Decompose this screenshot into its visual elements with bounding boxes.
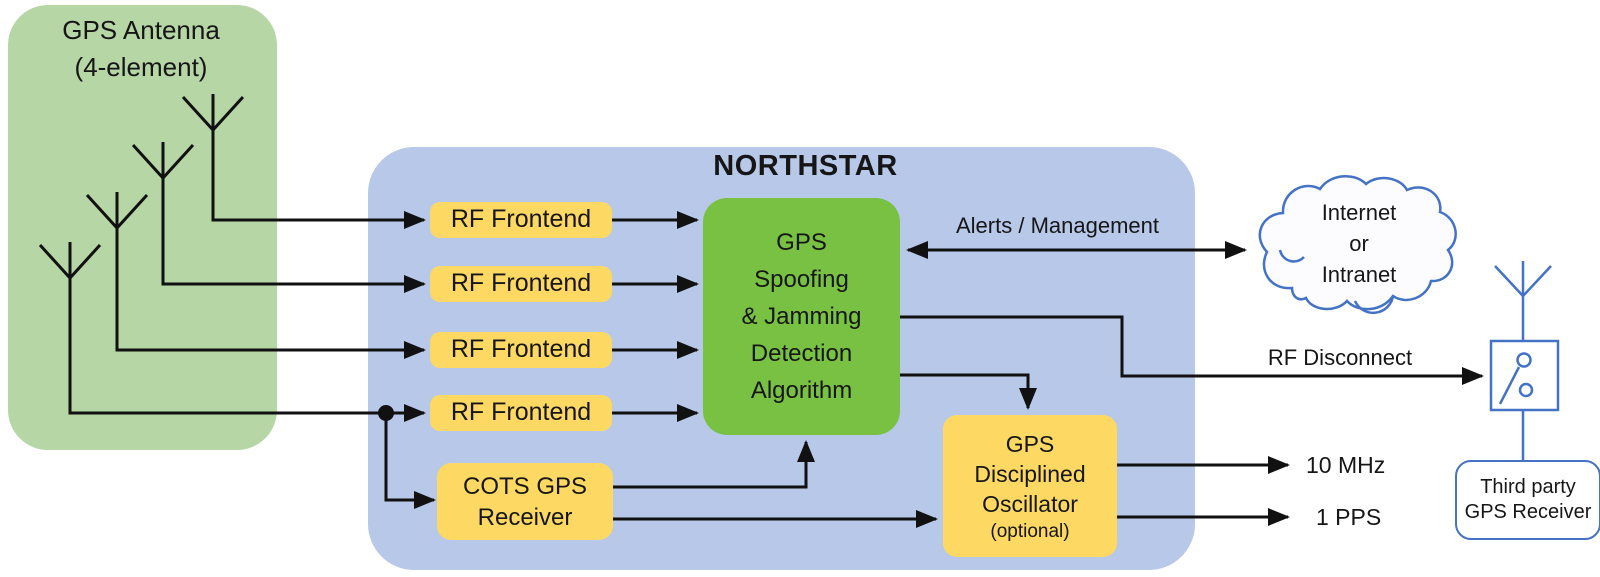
cots-label-line2: Receiver [477, 503, 573, 531]
algorithm-line2: Spoofing [754, 266, 849, 293]
algorithm-line1: GPS [776, 229, 827, 256]
cots-gps-receiver-box: COTS GPS Receiver [437, 463, 613, 540]
cloud-line2: or [1349, 231, 1369, 256]
gps-antenna-title-line2: (4-element) [74, 52, 208, 82]
oscillator-box: GPS Disciplined Oscillator (optional) [943, 415, 1117, 557]
out-10mhz-label: 10 MHz [1306, 452, 1386, 478]
algorithm-box: GPS Spoofing & Jamming Detection Algorit… [703, 198, 900, 435]
rf-switch-icon [1498, 352, 1534, 405]
gps-antenna-title-line1: GPS Antenna [62, 15, 220, 45]
gps-antenna-panel-title: GPS Antenna (4-element) [10, 12, 272, 86]
rf-frontend-label: RF Frontend [450, 205, 592, 234]
third-party-line2: GPS Receiver [1464, 501, 1592, 523]
cloud-line3: Intranet [1321, 262, 1397, 287]
algorithm-line4: Detection [750, 340, 853, 367]
northstar-title: NORTHSTAR [713, 150, 898, 182]
out-1pps-label: 1 PPS [1316, 504, 1382, 530]
cloud-curl [1353, 295, 1395, 315]
rf-switch-box [1489, 339, 1560, 412]
third-party-line1: Third party [1480, 476, 1576, 498]
rf-frontend-label: RF Frontend [450, 398, 592, 427]
algorithm-line5: Algorithm [750, 377, 853, 404]
cots-label-line1: COTS GPS [462, 472, 588, 500]
oscillator-note: (optional) [990, 520, 1070, 542]
oscillator-line2: Disciplined [974, 460, 1086, 487]
third-party-antenna-icon [1494, 261, 1552, 341]
rf-disconnect-label: RF Disconnect [1267, 345, 1413, 370]
rf-frontend-box-1: RF Frontend [430, 202, 612, 238]
alerts-label: Alerts / Management [956, 213, 1159, 238]
rf-frontend-label: RF Frontend [450, 335, 592, 364]
oscillator-line3: Oscillator [982, 490, 1078, 517]
rf-frontend-box-3: RF Frontend [430, 332, 612, 368]
cloud-label: Internet or Intranet [1276, 197, 1442, 290]
algorithm-line3: & Jamming [741, 303, 862, 330]
oscillator-line1: GPS [1005, 430, 1055, 457]
rf-frontend-box-2: RF Frontend [430, 266, 612, 302]
cloud-line1: Internet [1321, 200, 1397, 225]
third-party-receiver-box: Third party GPS Receiver [1455, 460, 1600, 540]
rf-frontend-label: RF Frontend [450, 269, 592, 298]
rf-frontend-box-4: RF Frontend [430, 395, 612, 431]
